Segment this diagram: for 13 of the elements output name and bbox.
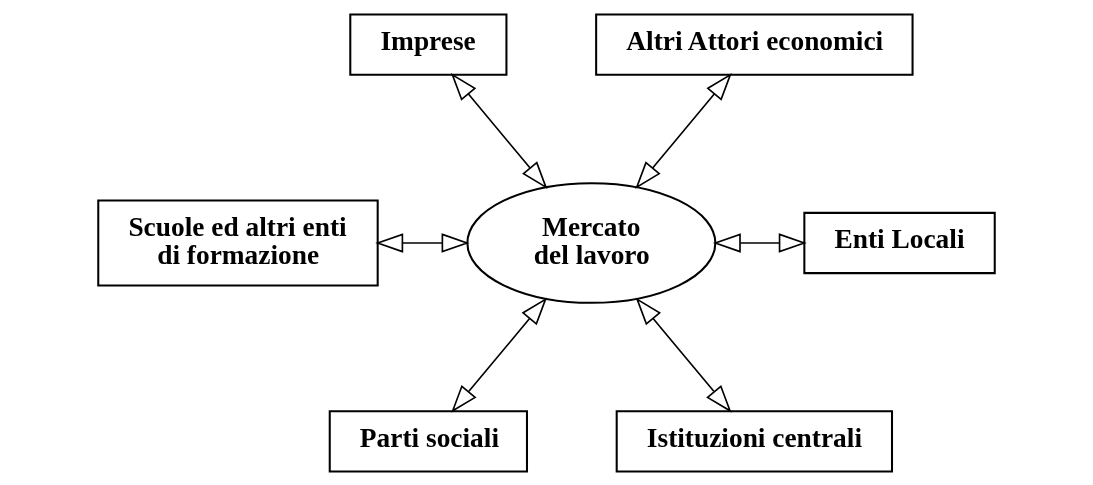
- arrow: [635, 297, 732, 413]
- node-box: Parti sociali: [328, 409, 528, 473]
- node-box: Imprese: [349, 12, 508, 76]
- arrow: [712, 232, 807, 253]
- node-box: Altri Attori economici: [595, 12, 914, 76]
- arrow: [451, 297, 548, 413]
- arrow: [635, 72, 732, 189]
- node-box: Enti Locali: [803, 211, 996, 274]
- arrow: [450, 72, 548, 189]
- arrow: [375, 232, 470, 253]
- node-ellipse: Mercato del lavoro: [466, 181, 717, 304]
- node-box: Scuole ed altri enti di formazione: [97, 199, 379, 286]
- node-box: Istituzioni centrali: [615, 409, 894, 473]
